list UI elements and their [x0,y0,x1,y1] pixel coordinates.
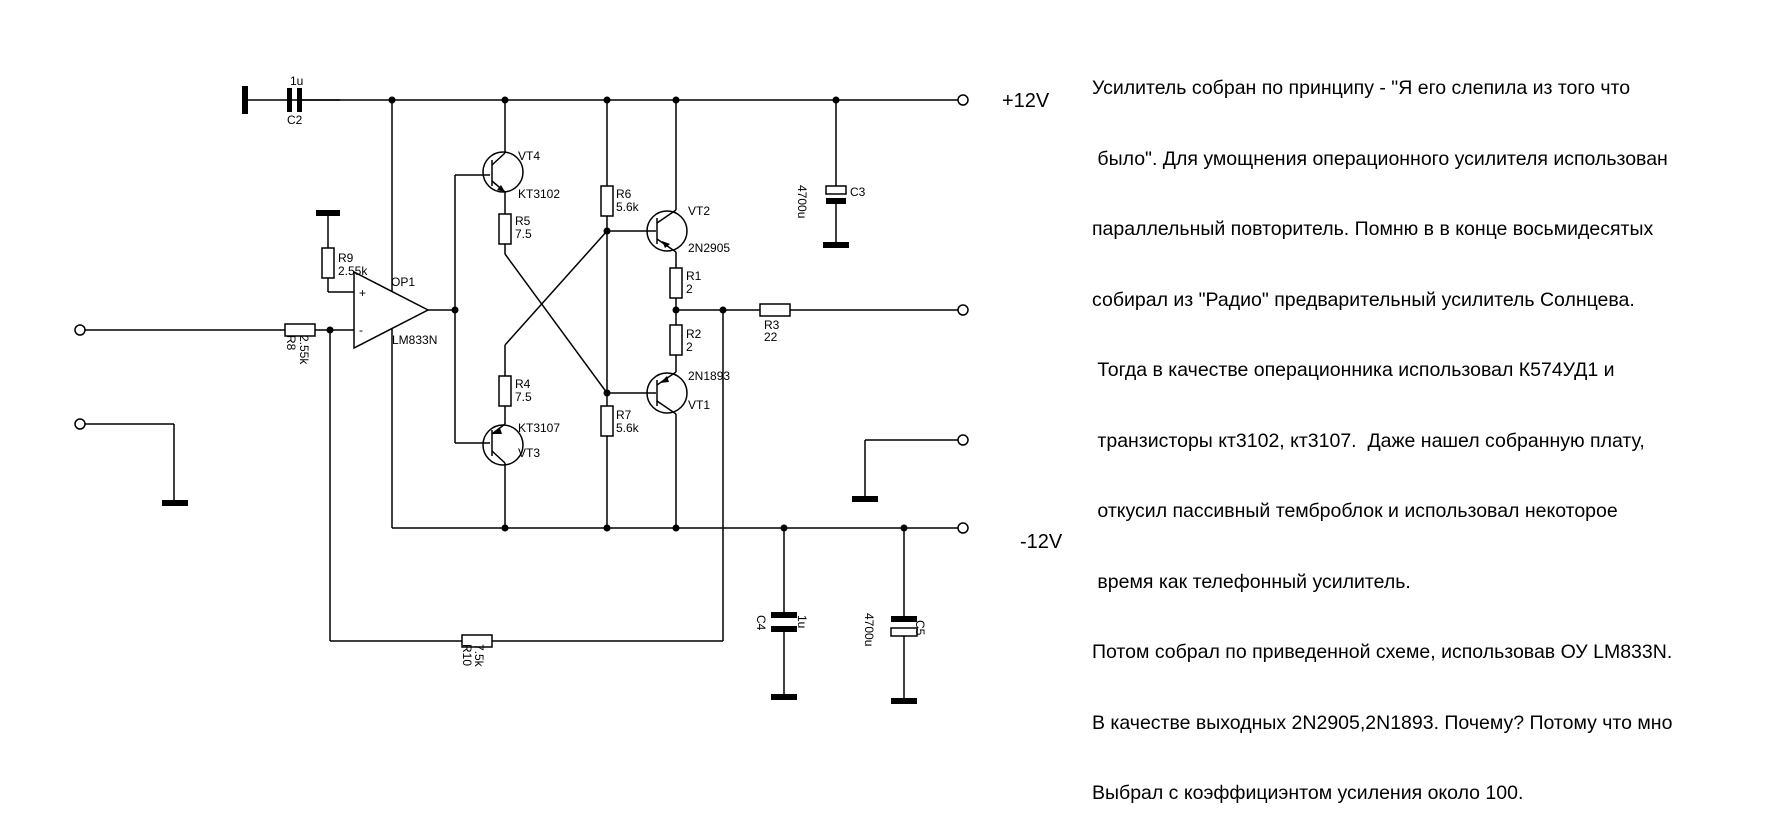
c5-value-label: 4700u [862,613,876,646]
resistor-r3 [759,303,791,317]
cross-wire-to-vt2 [504,230,608,346]
r1-value-label: 2 [686,282,693,296]
r2-value-label: 2 [686,340,693,354]
r7-name-label: R7 [616,408,632,422]
description-line: параллельный повторитель. Помню в в конц… [1092,218,1654,240]
c4-value-label: 1u [795,615,809,628]
r5-value-label: 7.5 [515,227,532,241]
junction-r7-bottom [603,524,611,532]
junction-vt1-collector [672,524,680,532]
transistor-vt4 [455,100,524,214]
description-line: Тогда в качестве операционника использов… [1092,359,1615,381]
resistor-r9 [321,247,335,279]
vt3-name-label: VT3 [518,446,540,460]
r6-value-label: 5.6k [616,200,640,214]
description-line: откусил пассивный темброблок и использов… [1092,500,1618,522]
vt2-type-label: 2N2905 [688,241,730,255]
description-line: было". Для умощнения операционного усили… [1092,147,1668,170]
r7-value-label: 5.6k [616,421,640,435]
vt1-type-label: 2N1893 [688,369,730,383]
capacitor-c5 [890,524,918,704]
description-line: транзисторы кт3102, кт3107. Даже нашел с… [1092,429,1645,452]
r10-value-label: 7.5k [472,644,486,668]
output-terminal [957,304,969,316]
description-line: Выбрал с коэффициэнтом усиления около 10… [1092,782,1524,804]
junction-rail-top-left [388,96,396,104]
opamp-plus-label: + [359,286,366,300]
junction-vt2-collector [672,96,680,104]
ground-symbol-left [162,500,188,506]
r8-value-label: 2.55k [297,335,311,365]
positive-supply-terminal [957,94,969,106]
resistor-r2 [669,324,683,356]
opamp-minus-label: - [359,323,363,337]
ground-r9 [316,210,340,248]
resistor-r1 [669,267,683,299]
amplifier-schematic: 1u C2 +12V -12V OP1 LM833N + - R9 2.55k … [74,74,1063,704]
transistor-vt1 [607,371,688,528]
ground-symbol-right [852,496,878,502]
r4-value-label: 7.5 [515,390,532,404]
output-ground-terminal [957,434,969,446]
c3-value-label: 4700u [795,185,809,218]
description-line: Потом собрал по приведенной схеме, испол… [1092,641,1673,663]
negative-supply-terminal [957,522,969,534]
transistor-vt3 [455,406,524,528]
junction-vt3-collector [501,524,509,532]
c2-value-label: 1u [290,74,303,88]
vt4-name-label: VT4 [518,149,540,163]
capacitor-c4 [771,524,797,700]
vt2-name-label: VT2 [688,204,710,218]
r1-name-label: R1 [686,269,702,283]
r9-value-label: 2.55k [338,264,368,278]
vt4-type-label: KT3102 [518,187,560,201]
junction-feedback-tap [719,306,727,314]
resistor-r5 [498,213,512,245]
r10-name-label: R10 [460,644,474,666]
vt1-name-label: VT1 [688,398,710,412]
r6-name-label: R6 [616,187,632,201]
resistor-r4 [498,375,512,407]
c2-name-label: C2 [287,113,303,127]
r8-name-label: R8 [284,335,298,351]
description-line: время как телефонный усилитель. [1092,570,1411,593]
description-line: собирал из "Радио" предварительный усили… [1092,288,1635,311]
capacitor-c3 [823,96,849,248]
op1-name-label: OP1 [391,275,415,289]
input-terminal [74,324,86,336]
r3-value-label: 22 [764,330,778,344]
resistor-r6 [600,185,614,217]
junction-vt4-collector [501,96,509,104]
input-ground-terminal [74,418,86,430]
description-line: В качестве выходных 2N2905,2N1893. Почем… [1092,711,1673,734]
op1-type-label: LM833N [392,333,437,347]
positive-supply-label: +12V [1002,90,1050,112]
opamp-op1 [353,270,430,350]
resistor-r7 [600,405,614,437]
capacitor-c2 [242,86,340,114]
c4-name-label: C4 [754,615,768,631]
r5-name-label: R5 [515,214,531,228]
r3-name-label: R3 [764,318,780,332]
c3-name-label: C3 [850,185,866,199]
r2-name-label: R2 [686,327,702,341]
r4-name-label: R4 [515,377,531,391]
cross-wire-to-vt1 [504,253,608,394]
r9-name-label: R9 [338,251,354,265]
vt3-type-label: KT3107 [518,421,560,435]
transistor-vt2 [607,100,688,268]
c5-name-label: C5 [913,620,927,636]
description-line: Усилитель собран по принципу - "Я его сл… [1092,77,1631,99]
circuit-description: Усилитель собран по принципу - "Я его сл… [1092,30,1767,829]
negative-supply-label: -12V [1020,531,1063,553]
